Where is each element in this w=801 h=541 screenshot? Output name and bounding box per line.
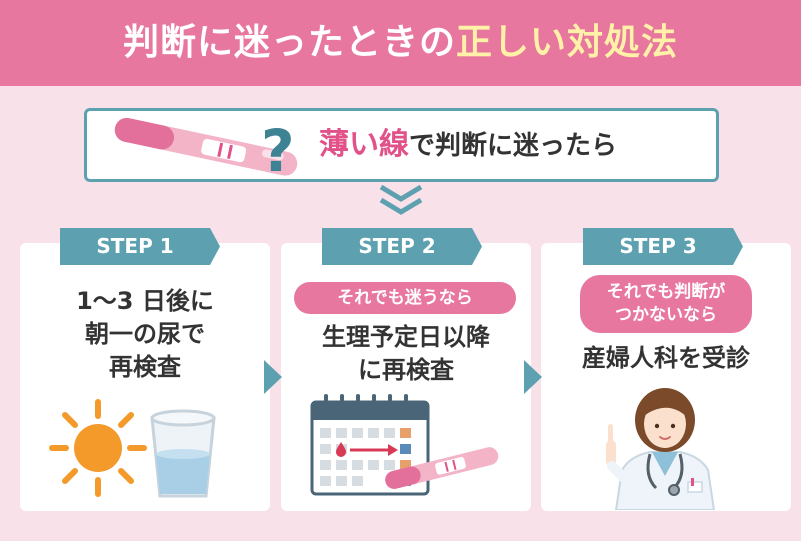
double-chevron-down-icon: [379, 184, 423, 215]
question-mark-icon: ?: [261, 117, 295, 177]
step2-line2: に再検査: [358, 356, 454, 384]
step3-label: STEP 3: [619, 234, 697, 258]
step3-condition-line1: それでも判断が: [606, 282, 726, 302]
header-banner: [0, 0, 801, 86]
title-main: 判断に迷ったときの: [122, 22, 456, 63]
step3-condition: それでも判断が つかないなら: [580, 275, 752, 333]
step2-condition: それでも迷うなら: [294, 282, 516, 314]
pregnancy-test-icon: [385, 447, 499, 489]
intro-rest: で判断に迷ったら: [409, 131, 618, 161]
step2-line1: 生理予定日以降: [322, 323, 490, 351]
intro-text: 薄い線で判断に迷ったら: [319, 111, 617, 179]
sun-icon: [49, 399, 147, 497]
step1-tag: STEP 1: [60, 228, 220, 265]
pregnancy-test-icon: ?: [114, 117, 298, 177]
step1-line1: 1〜3 日後に: [76, 287, 214, 315]
step1-card: [20, 243, 270, 511]
intro-emphasis: 薄い線: [319, 127, 409, 162]
title-highlight: 正しい対処法: [456, 22, 679, 63]
water-glass-icon: [150, 409, 216, 498]
intro-box: ? 薄い線で判断に迷ったら: [84, 108, 719, 182]
step2-label: STEP 2: [358, 234, 436, 258]
step3-line1: 産婦人科を受診: [582, 344, 750, 372]
step1-line2: 朝一の尿で: [85, 320, 205, 348]
step3-tag: STEP 3: [583, 228, 743, 265]
arrow-right-icon: [524, 360, 542, 394]
page-title: 判断に迷ったときの正しい対処法: [0, 0, 801, 86]
arrow-right-icon: [264, 360, 282, 394]
doctor-icon: [606, 388, 716, 510]
step3-condition-line2: つかないなら: [615, 305, 717, 325]
step2-tag: STEP 2: [322, 228, 482, 265]
step1-label: STEP 1: [96, 234, 174, 258]
svg-text:?: ?: [261, 117, 295, 177]
step1-line3: 再検査: [109, 353, 181, 381]
